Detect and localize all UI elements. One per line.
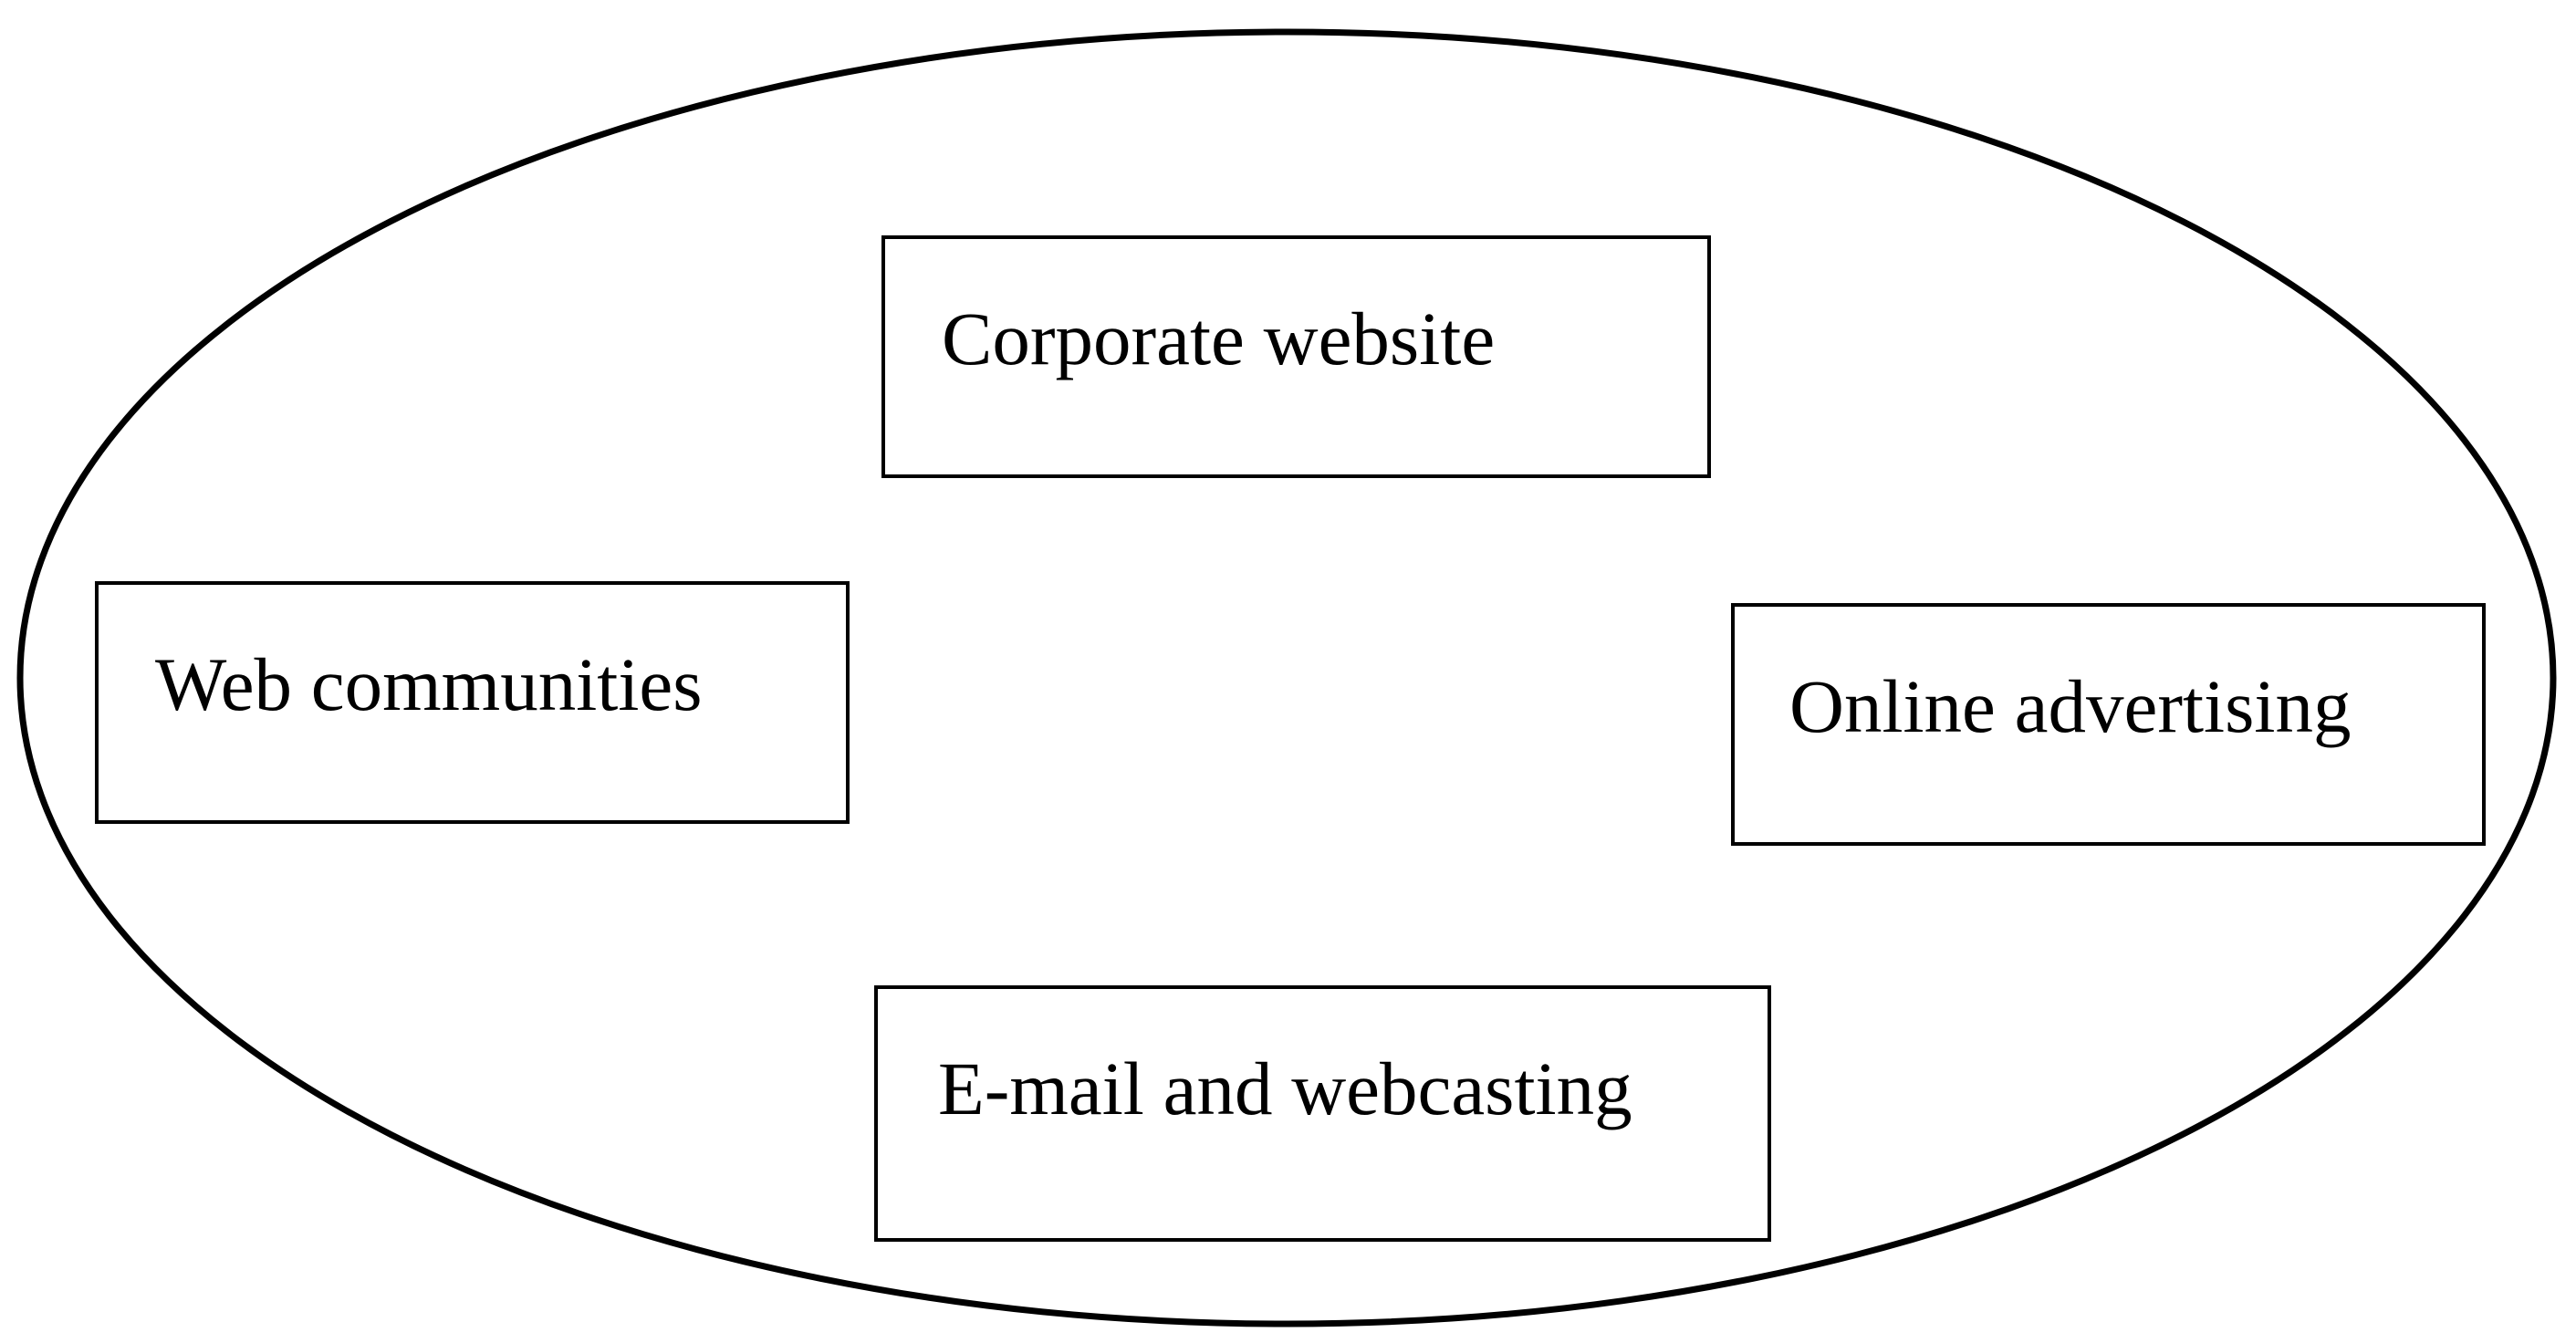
web-communities-label: Web communities [155,642,703,726]
online-advertising-label: Online advertising [1789,664,2352,748]
email-webcasting-label: E-mail and webcasting [938,1046,1632,1130]
corporate-website-box: Corporate website [881,235,1711,478]
web-communities-box: Web communities [95,581,850,824]
corporate-website-label: Corporate website [942,297,1496,380]
email-webcasting-box: E-mail and webcasting [874,985,1771,1242]
online-advertising-box: Online advertising [1731,603,2486,846]
